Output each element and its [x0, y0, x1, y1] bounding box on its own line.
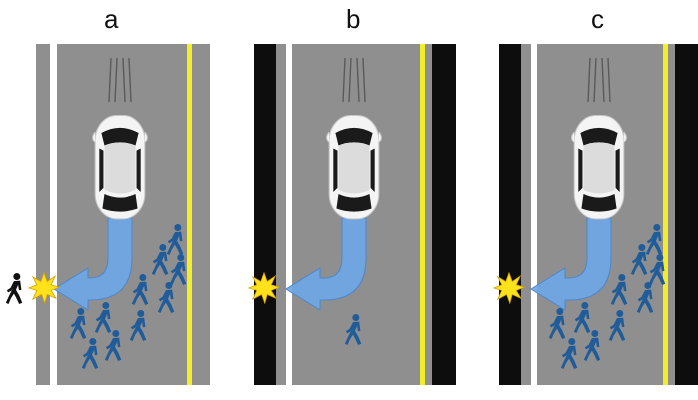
yellow-lane-line-b: [420, 44, 425, 385]
car-icon: [92, 114, 148, 220]
panel-c: [493, 44, 698, 385]
white-lane-line-c: [531, 44, 537, 385]
left-barrier-b: [254, 44, 276, 385]
speed-line-b-1: [348, 57, 352, 103]
swerve-arrow-icon: [53, 217, 133, 311]
swerve-arrow-icon: [530, 217, 612, 311]
speed-line-a-1: [114, 57, 118, 103]
speed-line-a-3: [128, 57, 132, 103]
speed-line-c-0: [587, 57, 591, 103]
right-barrier-c: [675, 44, 698, 385]
panel-b: [248, 44, 456, 385]
left-barrier-c: [499, 44, 521, 385]
speed-line-b-2: [356, 57, 360, 103]
panel-label-c: c: [591, 4, 604, 34]
white-lane-line-a: [50, 44, 57, 385]
speed-line-c-2: [601, 57, 605, 103]
speed-line-b-3: [362, 57, 366, 103]
yellow-lane-line-c: [663, 44, 668, 385]
right-barrier-b: [432, 44, 456, 385]
speed-line-a-2: [122, 57, 126, 103]
car-icon: [326, 114, 382, 220]
panel-label-b: b: [346, 4, 361, 34]
white-lane-line-b: [286, 44, 292, 385]
car-icon: [571, 114, 627, 220]
pedestrian-icon: [6, 273, 23, 304]
speed-line-b-0: [342, 57, 346, 103]
panel-a: [6, 44, 210, 385]
yellow-lane-line-a: [187, 44, 192, 385]
panel-label-a: a: [104, 4, 119, 34]
speed-line-c-3: [607, 57, 611, 103]
speed-line-a-0: [108, 57, 112, 103]
swerve-arrow-icon: [285, 217, 367, 311]
speed-line-c-1: [593, 57, 597, 103]
